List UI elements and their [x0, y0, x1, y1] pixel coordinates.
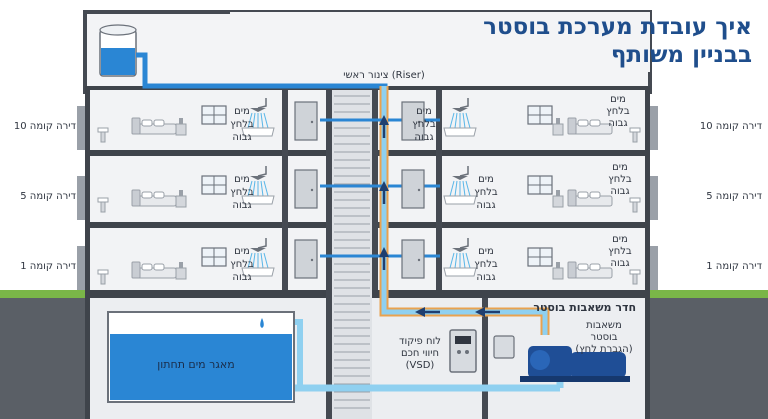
window-icon [201, 105, 227, 125]
hp-label-r5b-1: מים [612, 162, 628, 173]
floor-label-left-1: דירה קומה 1 [20, 261, 76, 272]
window-icon [527, 105, 553, 125]
window-icon [201, 175, 227, 195]
window-icon [527, 175, 553, 195]
floor-label-right-10: דירה קומה 10 [700, 121, 763, 132]
hp-label-l10-3: גבוה [232, 132, 251, 143]
hp-label-l1-2: בלחץ [230, 259, 254, 270]
control-panel-label-2: חיווי חכם [401, 348, 439, 359]
hp-label-r5-2: בלחץ [474, 187, 498, 198]
hp-label-l1-1: מים [234, 246, 250, 257]
hp-label-r5-1: מים [478, 174, 494, 185]
hp-label-r10b-3: גבוה [608, 118, 627, 129]
hp-label-l5-3: גבוה [232, 200, 251, 211]
hp-label-l10-1: מים [234, 106, 250, 117]
hp-label-r5-3: גבוה [476, 200, 495, 211]
riser-label: צינור ראשי (Riser) [343, 70, 425, 81]
floor-label-left-10: דירה קומה 10 [14, 121, 77, 132]
floor-label-left-5: דירה קומה 5 [20, 191, 76, 202]
hp-label-r10b-2: בלחץ [606, 106, 630, 117]
hp-label-r10a-2: בלחץ [412, 119, 436, 130]
roof-fill [230, 12, 650, 72]
control-panel-label-3: (VSD) [406, 360, 435, 371]
hp-label-r5b-3: גבוה [610, 186, 629, 197]
window-icon [527, 247, 553, 267]
hp-label-r10a-3: גבוה [414, 132, 433, 143]
hp-label-r10a-1: מים [416, 106, 432, 117]
booster-room-label: חדר משאבות בוסטר [533, 301, 636, 314]
pump-label-2: בוסטר [590, 332, 617, 343]
pump-label-3: (הגברת לחץ) [575, 344, 632, 355]
control-panel-label-1: לוח פיקוד [399, 336, 441, 347]
floor-label-right-1: דירה קומה 1 [706, 261, 762, 272]
hp-label-l5-1: מים [234, 174, 250, 185]
control-panel-icon [449, 329, 515, 373]
title-line-1: איך עובדת מערכת בוסטר [483, 14, 752, 40]
pump-icon [520, 346, 630, 382]
hp-label-r1-3: גבוה [476, 272, 495, 283]
hp-label-r5b-2: בלחץ [608, 174, 632, 185]
hp-label-r1b-3: גבוה [610, 258, 629, 269]
water-drop-icon [260, 318, 264, 328]
hp-label-l5-2: בלחץ [230, 187, 254, 198]
hp-label-r1b-1: מים [612, 234, 628, 245]
title-line-2: בבניין משותף [611, 42, 752, 68]
door-icon [401, 169, 425, 209]
door-icon [401, 239, 425, 279]
pump-label-1: משאבות [586, 320, 622, 331]
window-icon [201, 247, 227, 267]
flow-arrow-icon [379, 115, 500, 317]
hp-label-l10-2: בלחץ [230, 119, 254, 130]
hp-label-r1b-2: בלחץ [608, 246, 632, 257]
hp-label-r10b-1: מים [610, 94, 626, 105]
door-icon [294, 239, 318, 279]
hp-label-r1-1: מים [478, 246, 494, 257]
water-tank-icon [99, 24, 137, 77]
tank-label: מאגר מים תחתון [157, 358, 234, 371]
hp-label-l1-3: גבוה [232, 272, 251, 283]
underground-tank [107, 311, 295, 403]
hp-label-r1-2: בלחץ [474, 259, 498, 270]
floor-label-right-5: דירה קומה 5 [706, 191, 762, 202]
door-icon [294, 101, 318, 141]
door-icon [294, 169, 318, 209]
